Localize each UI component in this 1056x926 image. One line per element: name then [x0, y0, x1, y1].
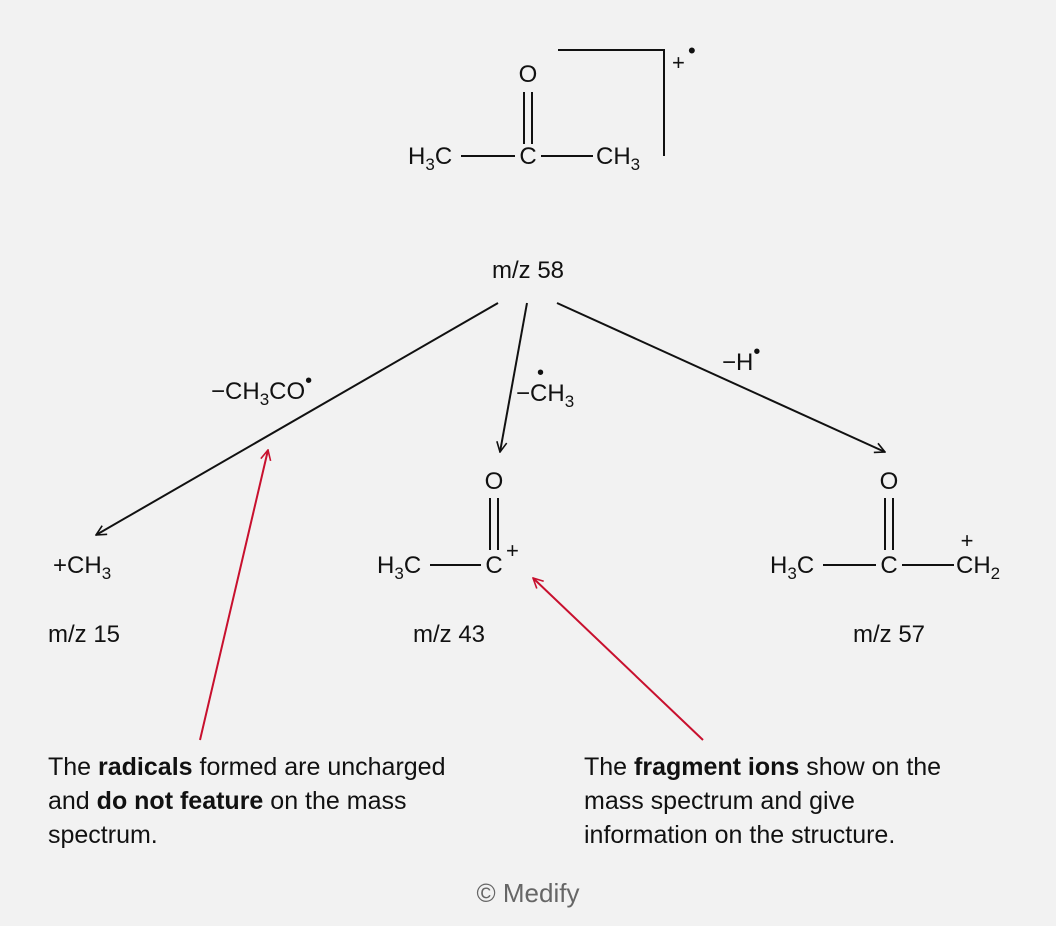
arrow-to-m43 [500, 302, 528, 452]
m43-cationic-carbon: C [485, 552, 502, 579]
fragment-m57-ion: O H3C C CH2 + [770, 468, 1000, 583]
parent-ch3-group: CH3 [596, 143, 640, 174]
m57-charge-plus: + [961, 528, 974, 553]
m43-charge-plus: + [506, 538, 519, 563]
loss-ch3-radical-dot: • [537, 362, 544, 384]
m57-oxygen-atom: O [880, 468, 899, 495]
parent-ion-bracket [558, 49, 665, 156]
arrow-to-m57 [556, 302, 885, 452]
fragment-m43-mz-label: m/z 43 [413, 621, 485, 648]
m57-h3c-group: H3C [770, 552, 814, 583]
radicals-caption: The radicals formed are uncharged and do… [48, 753, 446, 849]
copyright-credit: © Medify [476, 878, 580, 908]
parent-mz-label: m/z 58 [492, 257, 564, 284]
fragment-m15-mz-label: m/z 15 [48, 621, 120, 648]
arrow-to-m15 [96, 302, 499, 535]
parent-charge-plus: + [672, 50, 685, 75]
m57-carbonyl-carbon: C [880, 552, 897, 579]
parent-molecule: O H3C C CH3 + • [408, 38, 696, 174]
m43-h3c-group: H3C [377, 552, 421, 583]
loss-label-ch3: −CH3 [516, 380, 574, 411]
fragment-acylium-ion: O H3C C + [377, 468, 519, 583]
m57-ch2-group: CH2 [956, 552, 1000, 583]
m43-oxygen-atom: O [485, 468, 504, 495]
parent-oxygen-atom: O [519, 61, 538, 88]
fragment-ch3-cation: +CH3 [53, 552, 111, 583]
parent-radical-dot: • [688, 38, 696, 63]
parent-carbonyl-carbon: C [519, 143, 536, 170]
loss-label-h: −H• [722, 341, 760, 376]
parent-h3c-group: H3C [408, 143, 452, 174]
fragment-ions-annotation-arrow [533, 578, 704, 741]
fragment-ions-caption: The fragment ions show on the mass spect… [584, 753, 942, 849]
fragment-m57-mz-label: m/z 57 [853, 621, 925, 648]
radicals-annotation-arrow [199, 450, 268, 741]
loss-label-ch3co: −CH3CO• [211, 370, 312, 409]
